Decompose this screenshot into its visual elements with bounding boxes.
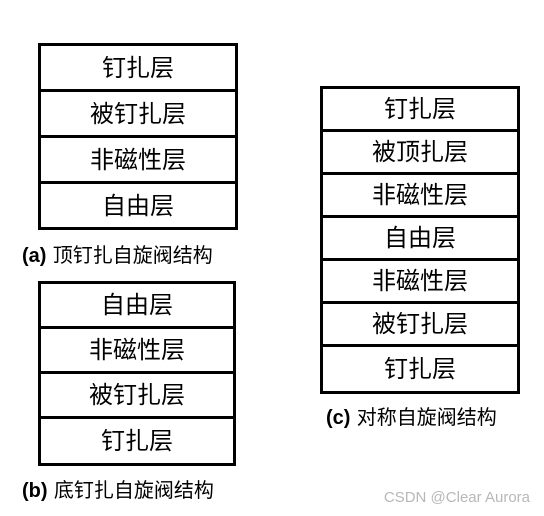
watermark: CSDN @Clear Aurora <box>383 489 530 506</box>
caption-bottom-pinned: (b) 底钉扎自旋阀结构 <box>22 480 214 501</box>
caption-top-pinned: (a) 顶钉扎自旋阀结构 <box>22 245 213 266</box>
caption-symmetric: (c) 对称自旋阀结构 <box>326 407 497 428</box>
caption-text: 对称自旋阀结构 <box>350 405 497 429</box>
caption-text: 顶钉扎自旋阀结构 <box>46 243 213 267</box>
layer-nonmagnetic: 非磁性层 <box>323 261 517 304</box>
layer-pinned: 被钉扎层 <box>41 92 235 138</box>
stack-symmetric: 钉扎层 被顶扎层 非磁性层 自由层 非磁性层 被钉扎层 钉扎层 <box>320 86 520 394</box>
layer-pinned: 被钉扎层 <box>41 374 233 419</box>
layer-pinning: 钉扎层 <box>384 355 456 383</box>
layer-pinning: 钉扎层 <box>323 89 517 132</box>
caption-tag: (b) <box>22 480 48 502</box>
stack-bottom-pinned: 自由层 非磁性层 被钉扎层 钉扎层 <box>38 281 236 466</box>
caption-text: 底钉扎自旋阀结构 <box>47 478 214 502</box>
layer-pinning: 钉扎层 <box>101 427 173 455</box>
layer-free: 自由层 <box>41 284 233 329</box>
stack-top-pinned: 钉扎层 被钉扎层 非磁性层 自由层 <box>38 43 238 230</box>
layer-pinning: 钉扎层 <box>41 46 235 92</box>
layer-pinned: 被钉扎层 <box>323 304 517 347</box>
layer-free: 自由层 <box>102 192 174 220</box>
caption-tag: (a) <box>22 245 47 267</box>
layer-nonmagnetic: 非磁性层 <box>41 138 235 184</box>
layer-free: 自由层 <box>323 218 517 261</box>
layer-nonmagnetic: 非磁性层 <box>323 175 517 218</box>
layer-nonmagnetic: 非磁性层 <box>41 329 233 374</box>
layer-pinned: 被顶扎层 <box>323 132 517 175</box>
caption-tag: (c) <box>326 407 351 429</box>
